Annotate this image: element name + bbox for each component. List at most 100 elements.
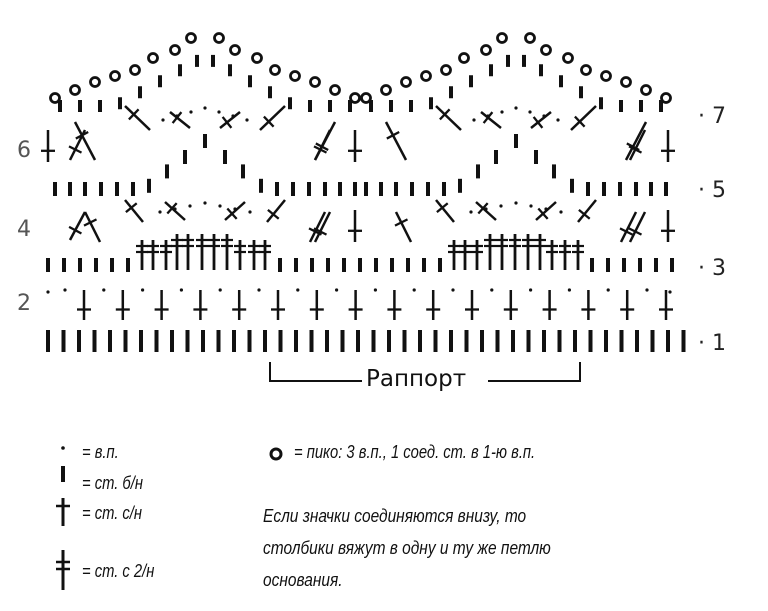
- double-crochet-symbol: [115, 290, 130, 320]
- chain-symbol: [499, 204, 503, 208]
- rows-4-7-motifs: [41, 32, 675, 243]
- double-crochet-symbol: [124, 105, 151, 131]
- treble-crochet-symbol: [572, 240, 584, 270]
- chain-symbol-icon: [61, 446, 65, 450]
- chain-symbol: [469, 210, 473, 214]
- chain-symbol: [231, 114, 235, 118]
- picot-symbol: [580, 64, 592, 76]
- double-crochet-symbol: [259, 105, 286, 131]
- rapport-bracket: [269, 362, 581, 382]
- double-crochet-symbol: [435, 105, 462, 131]
- chain-symbol: [161, 118, 165, 122]
- chain-symbol: [217, 110, 221, 114]
- treble-crochet-symbol: [534, 234, 546, 270]
- chain-symbol: [472, 118, 476, 122]
- chain-symbol: [245, 118, 249, 122]
- picot-symbol: [600, 70, 612, 82]
- chain-symbol: [189, 110, 193, 114]
- double-crochet-symbol: [426, 290, 441, 320]
- chain-symbol: [63, 288, 67, 292]
- double-crochet-symbol: [313, 211, 332, 243]
- treble-crochet-symbol: [147, 240, 159, 270]
- double-crochet-symbol: [164, 201, 186, 221]
- treble-crochet-symbol-icon: [56, 550, 70, 590]
- chain-symbol: [233, 207, 237, 211]
- double-crochet-symbol: [193, 290, 208, 320]
- picot-symbol: [289, 70, 301, 82]
- chain-symbol: [556, 118, 560, 122]
- double-crochet-symbol: [83, 211, 102, 243]
- double-crochet-symbol: [628, 129, 647, 161]
- double-crochet-symbol: [435, 199, 455, 223]
- note-line-2: столбики вяжут в одну и ту же петлю: [263, 538, 551, 558]
- treble-crochet-symbol: [160, 240, 172, 270]
- chain-symbol: [296, 288, 300, 292]
- picot-symbol: [213, 32, 225, 44]
- legend-symbols: [56, 446, 70, 590]
- chain-symbol: [248, 210, 252, 214]
- picot-symbol: [349, 92, 361, 104]
- legend-double-crochet: = ст. с/н: [82, 503, 143, 523]
- picot-symbol: [69, 84, 81, 96]
- treble-crochet-symbol: [559, 240, 571, 270]
- picot-legend-icon: [269, 447, 283, 461]
- double-crochet-symbol: [661, 210, 675, 242]
- double-crochet-symbol: [577, 199, 597, 223]
- treble-crochet-symbol: [448, 240, 460, 270]
- chain-symbol: [529, 204, 533, 208]
- double-crochet-symbol: [619, 211, 638, 243]
- double-crochet-symbol: [387, 290, 402, 320]
- rapport-bracket-left: [269, 362, 362, 382]
- row-number-1: · 1: [698, 331, 726, 356]
- double-crochet-symbol: [570, 105, 597, 131]
- joining-note: Если значки соединяются внизу, то столби…: [263, 500, 624, 596]
- picot-symbol: [540, 44, 552, 56]
- row-1-stitches: [46, 330, 686, 352]
- chain-symbol: [373, 288, 377, 292]
- chain-symbol: [606, 288, 610, 292]
- picot-symbol: [329, 84, 341, 96]
- chain-symbol: [514, 201, 518, 205]
- picot-symbol: [129, 64, 141, 76]
- row-number-4: 4: [17, 217, 31, 242]
- treble-crochet-symbol: [196, 234, 208, 270]
- chain-symbol: [544, 207, 548, 211]
- chain-symbol: [175, 114, 179, 118]
- note-line-1: Если значки соединяются внизу, то: [263, 506, 527, 526]
- chain-symbol: [203, 201, 207, 205]
- treble-crochet-symbol: [496, 234, 508, 270]
- double-crochet-symbol: [266, 199, 286, 223]
- double-crochet-symbol: [535, 201, 557, 221]
- picot-symbol: [420, 70, 432, 82]
- double-crochet-symbol: [480, 111, 502, 129]
- double-crochet-symbol: [348, 290, 363, 320]
- treble-crochet-symbol: [259, 240, 271, 270]
- picot-symbol: [640, 84, 652, 96]
- double-crochet-symbol: [77, 290, 91, 320]
- double-crochet-symbol: [581, 290, 596, 320]
- picot-symbol: [169, 44, 181, 56]
- treble-crochet-symbol: [484, 234, 496, 270]
- double-crochet-symbol: [124, 199, 144, 223]
- double-crochet-symbol: [624, 121, 648, 161]
- treble-crochet-symbol: [136, 240, 148, 270]
- double-crochet-symbol: [620, 290, 635, 320]
- picot-symbol: [458, 52, 470, 64]
- chain-symbol: [412, 288, 416, 292]
- treble-crochet-symbol: [546, 240, 558, 270]
- double-crochet-symbol: [503, 290, 518, 320]
- treble-crochet-symbol: [248, 240, 260, 270]
- chain-symbol: [529, 288, 533, 292]
- double-crochet-symbol: [313, 129, 332, 161]
- legend-treble-crochet: = ст. с 2/н: [82, 561, 155, 581]
- legend-picot: = пико: 3 в.п., 1 соед. ст. в 1-ю в.п.: [294, 442, 536, 462]
- chain-symbol: [486, 114, 490, 118]
- row-2-stitches: [46, 288, 673, 320]
- chain-symbol: [514, 106, 518, 110]
- picot-symbol: [49, 92, 61, 104]
- chain-symbol: [484, 207, 488, 211]
- picot-symbol: [147, 52, 159, 64]
- chain-symbol: [500, 110, 504, 114]
- picot-symbol: [251, 52, 263, 64]
